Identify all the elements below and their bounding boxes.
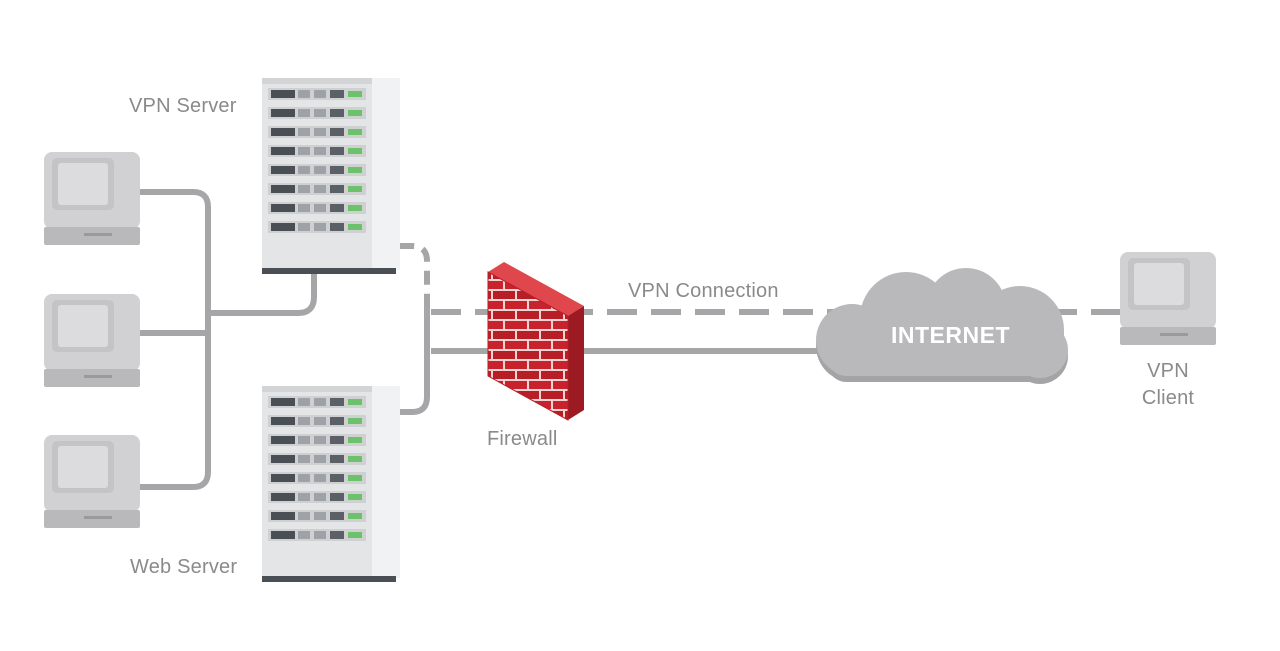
computer-icon	[44, 435, 140, 528]
server-drive-bay	[268, 472, 366, 484]
server-drive-bay	[268, 491, 366, 503]
server-drive-bay	[268, 183, 366, 195]
server-drive-bay	[268, 221, 366, 233]
vpn-server-label: VPN Server	[129, 95, 237, 117]
server-drive-bay	[268, 145, 366, 157]
web-server-label: Web Server	[130, 556, 238, 578]
server-drive-bay	[268, 434, 366, 446]
server-drive-bay	[268, 453, 366, 465]
lan-connections	[137, 189, 317, 490]
server-drive-bay	[268, 107, 366, 119]
vpn-server-uplink	[400, 243, 430, 295]
firewall-icon	[487, 262, 584, 421]
vpn-server-icon	[262, 78, 400, 274]
server-drive-bay	[268, 88, 366, 100]
vpn-client-label-line2: Client	[1141, 387, 1195, 409]
vpn-client-label: VPN Client	[1128, 358, 1208, 412]
server-drive-bay	[268, 510, 366, 522]
computer-icon	[44, 294, 140, 387]
server-drive-bay	[268, 529, 366, 541]
server-drive-bay	[268, 164, 366, 176]
server-drive-bay	[268, 126, 366, 138]
web-server-icon	[262, 386, 400, 582]
vpn-client-computer-icon	[1120, 252, 1216, 345]
lan-to-vpn-server-line	[205, 269, 317, 316]
computer-icon	[44, 152, 140, 245]
server-drive-bay	[268, 415, 366, 427]
server-drive-bay	[268, 396, 366, 408]
vpn-client-label-line1: VPN	[1147, 360, 1189, 382]
internet-label: INTERNET	[891, 322, 1010, 348]
firewall-label: Firewall	[487, 428, 558, 450]
lan-trunk-line	[137, 189, 211, 490]
server-uplinks	[400, 243, 430, 415]
web-server-uplink	[400, 295, 430, 415]
server-drive-bay	[268, 202, 366, 214]
cloud-icon	[816, 268, 1068, 384]
vpn-connection-label: VPN Connection	[628, 280, 779, 302]
